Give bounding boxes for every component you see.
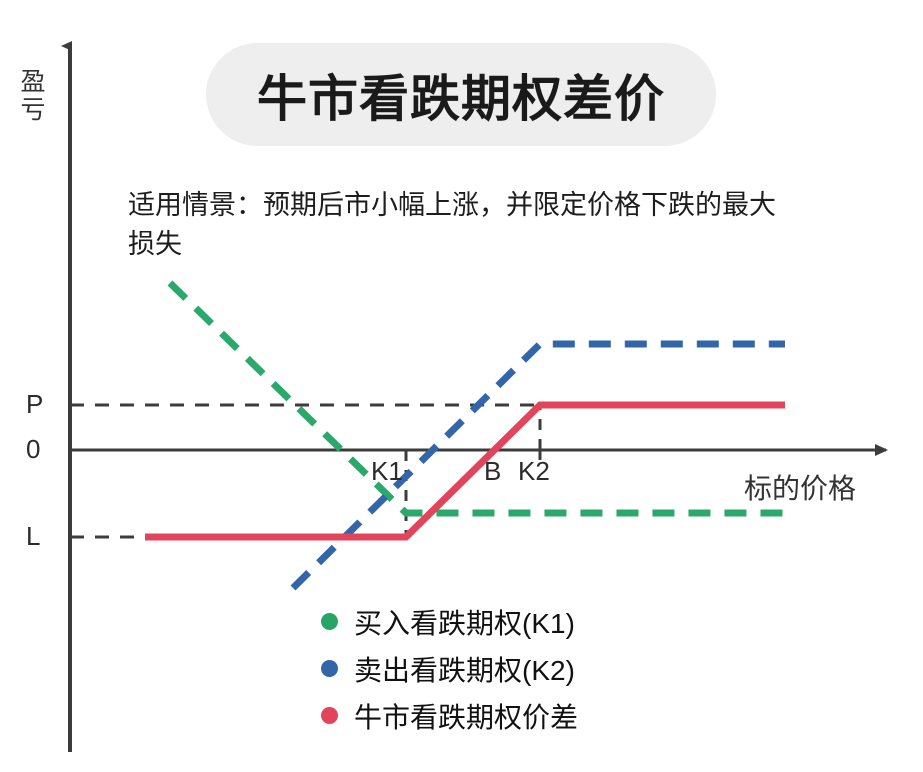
legend: 买入看跌期权(K1) 卖出看跌期权(K2) 牛市看跌期权价差 (321, 598, 578, 739)
y-axis-label: 盈亏 (20, 68, 46, 124)
legend-item-spread: 牛市看跌期权价差 (321, 692, 578, 739)
x-tick-b: B (484, 456, 502, 486)
series-long-put-k1 (167, 280, 785, 517)
title-pill: 牛市看跌期权差价 (206, 43, 716, 146)
series-bull-put-spread (145, 401, 785, 541)
x-tick-k2: K2 (518, 456, 550, 486)
x-axis-label: 标的价格 (744, 473, 857, 504)
scenario-description: 适用情景：预期后市小幅上涨，并限定价格下跌的最大损失 (128, 190, 776, 260)
legend-dot-blue-icon (321, 660, 338, 677)
x-tick-k1: K1 (371, 456, 403, 486)
legend-dot-green-icon (321, 613, 338, 630)
legend-label-long-put: 买入看跌期权(K1) (354, 607, 575, 639)
y-tick-p: P (26, 389, 44, 419)
legend-item-short-put: 卖出看跌期权(K2) (321, 645, 578, 692)
series-short-put-k2 (290, 340, 785, 591)
legend-dot-red-icon (321, 707, 338, 724)
legend-label-spread: 牛市看跌期权价差 (354, 701, 579, 733)
y-tick-l: L (26, 521, 41, 551)
y-tick-zero: 0 (26, 434, 41, 464)
legend-item-long-put: 买入看跌期权(K1) (321, 598, 578, 645)
page-title: 牛市看跌期权差价 (257, 70, 665, 127)
legend-label-short-put: 卖出看跌期权(K2) (354, 654, 575, 686)
